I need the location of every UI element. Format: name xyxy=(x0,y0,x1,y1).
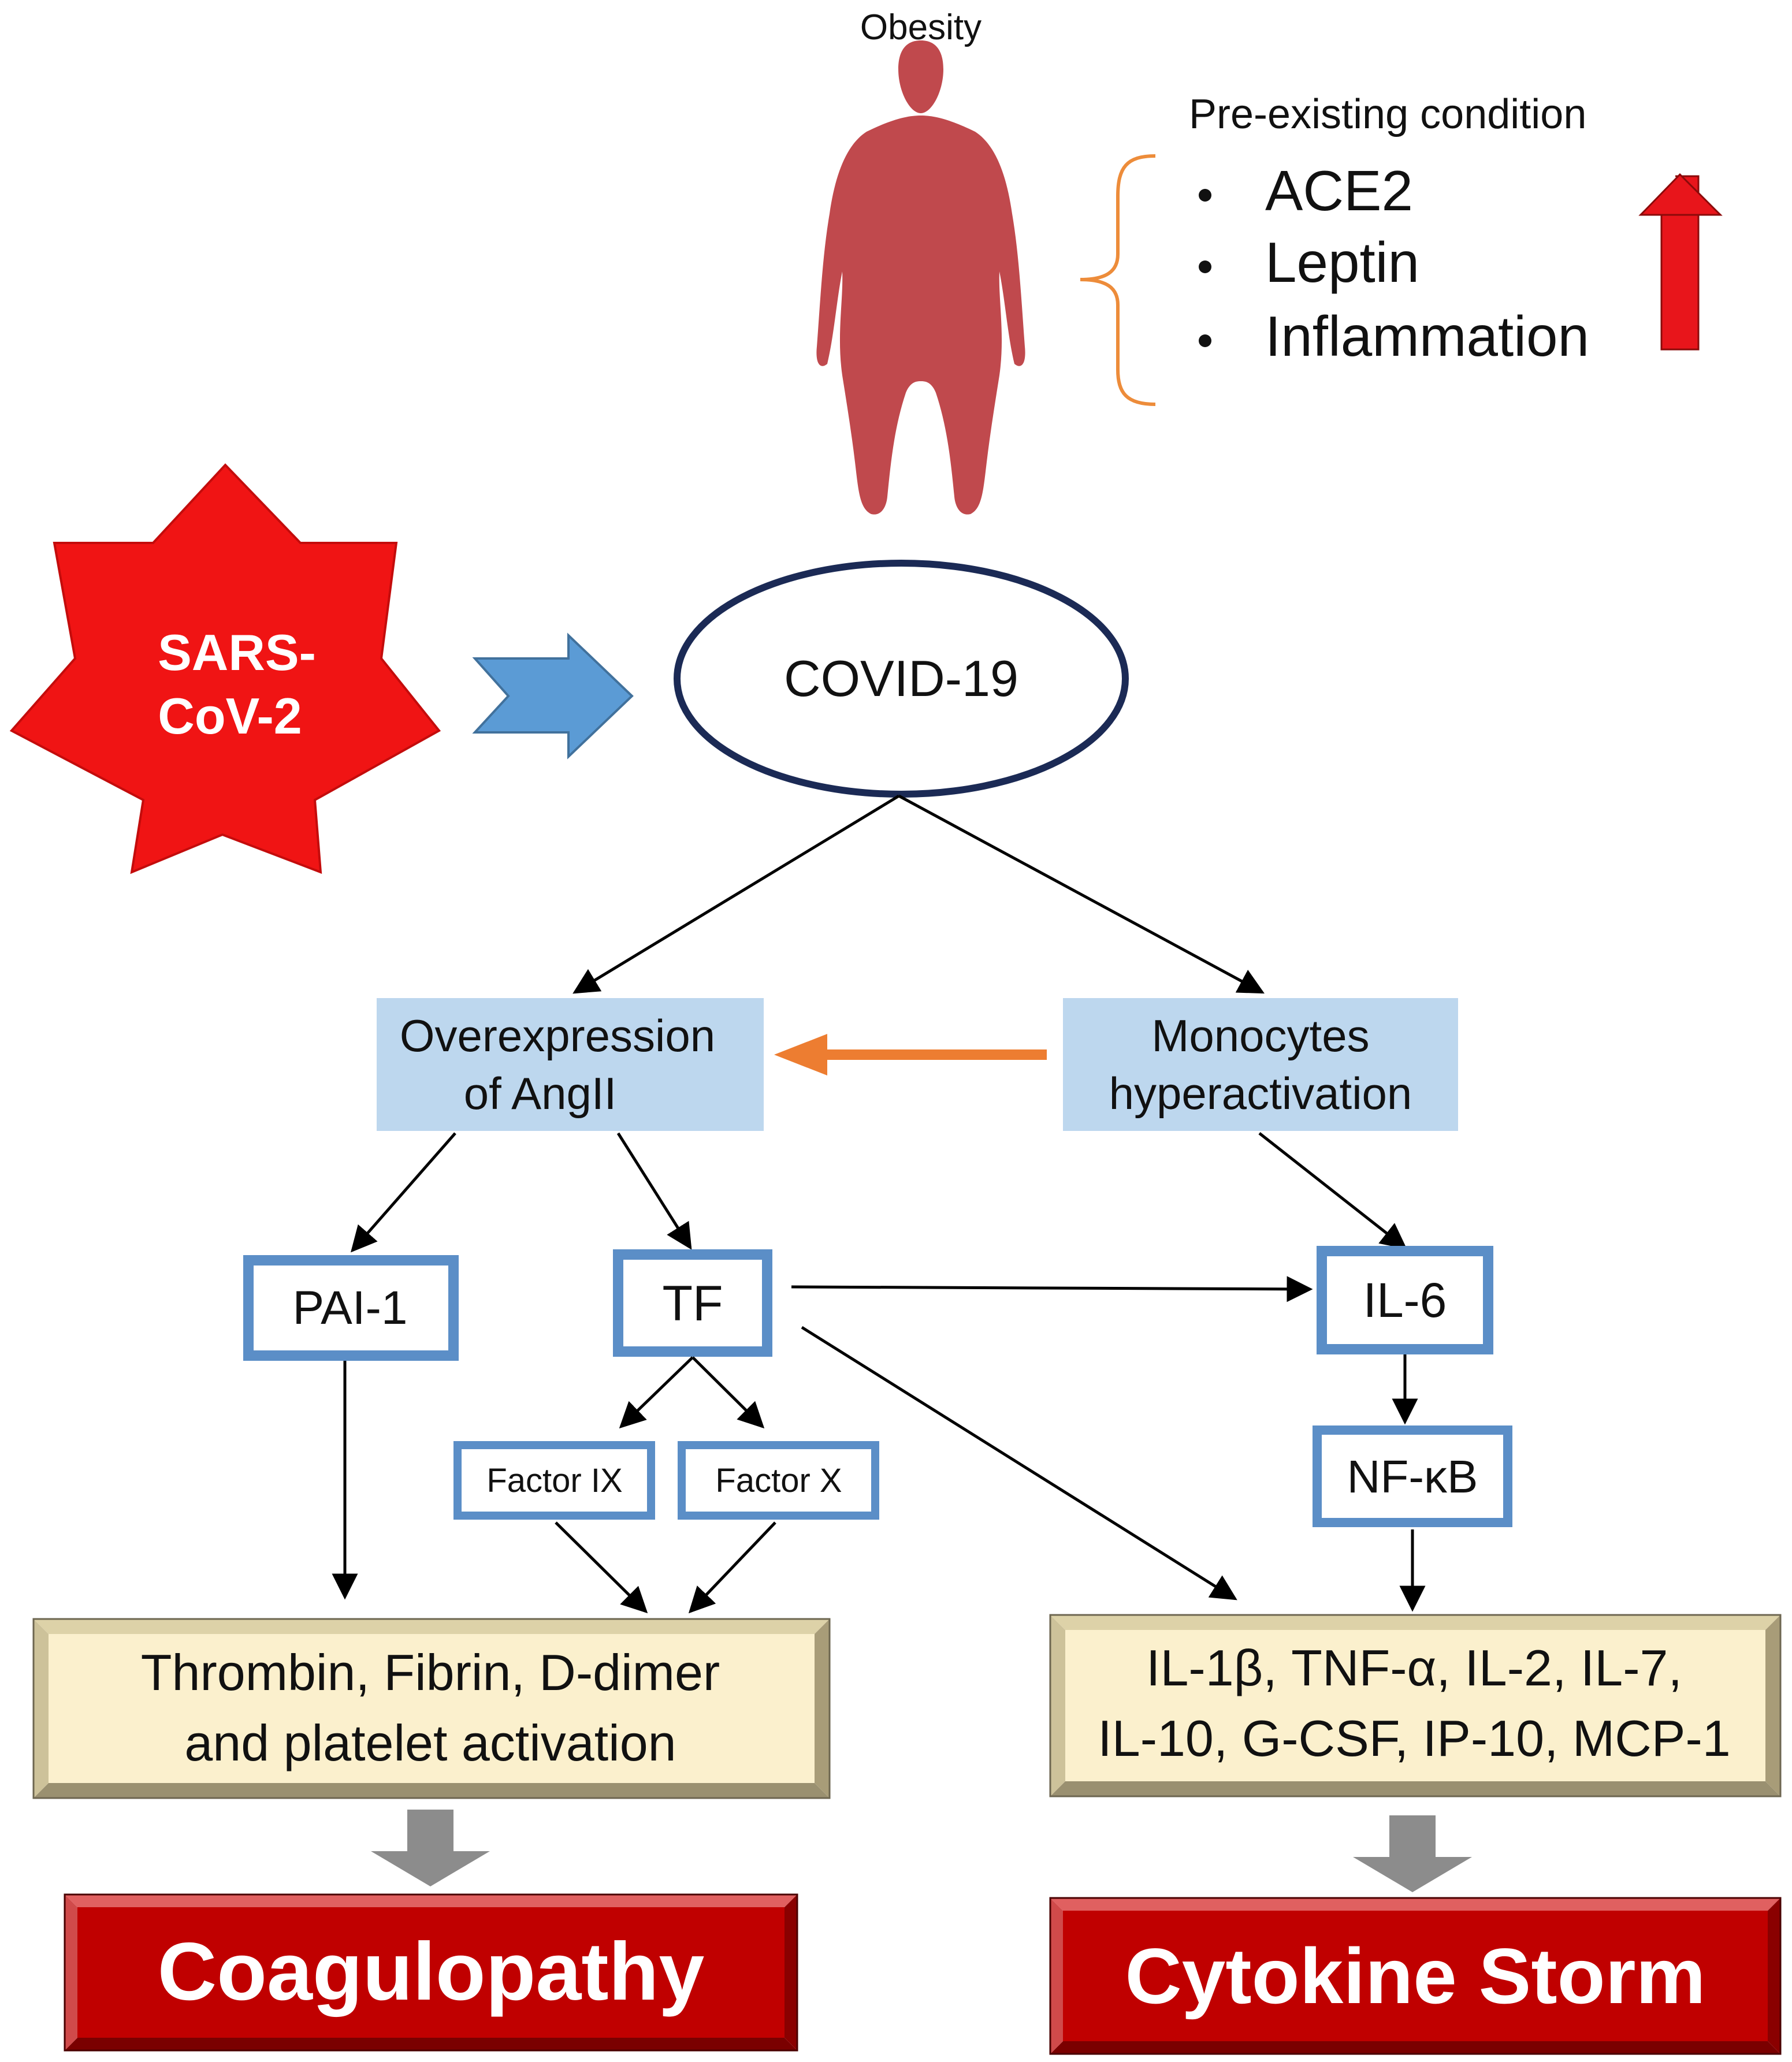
arrow-factor10-to-coag xyxy=(688,1521,776,1614)
nfkb-label: NF-κB xyxy=(1347,1451,1478,1502)
bullet-icon xyxy=(1199,189,1211,202)
factor9-box xyxy=(453,1441,655,1520)
down-arrow-cytokine-icon xyxy=(1353,1815,1472,1892)
arrow-covid-to-monocytes xyxy=(898,794,1265,994)
preexisting-item-inflammation: Inflammation xyxy=(1265,304,1589,368)
arrow-angii-to-tf xyxy=(616,1132,692,1250)
nfkb-box xyxy=(1313,1425,1512,1527)
factor10-box xyxy=(678,1441,879,1520)
arrow-angii-to-pai1 xyxy=(351,1132,456,1253)
il6-box xyxy=(1317,1246,1493,1354)
arrow-factor9-to-coag xyxy=(555,1521,648,1614)
cytokine-storm-box xyxy=(1049,1897,1782,2055)
arrow-tf-to-factor10 xyxy=(691,1356,765,1429)
arrow-tf-to-cytokines xyxy=(801,1326,1237,1601)
obese-person-icon xyxy=(816,40,1025,515)
bullet-icon xyxy=(1199,260,1211,273)
virus-label-line1: SARS- xyxy=(158,624,316,681)
preexisting-title: Pre-existing condition xyxy=(1189,91,1586,137)
preexisting-item-ace2: ACE2 xyxy=(1265,159,1413,222)
coagulopathy-label: Coagulopathy xyxy=(158,1926,705,2018)
tf-box xyxy=(613,1249,772,1357)
down-arrow-coag-icon xyxy=(371,1810,490,1886)
cytokine-line2: IL-10, G-CSF, IP-10, MCP-1 xyxy=(1098,1710,1730,1767)
infection-arrow-icon xyxy=(472,632,634,760)
bullet-icon xyxy=(1199,334,1211,347)
arrow-monocytes-to-il6 xyxy=(1258,1132,1407,1249)
cytokine-line1: IL-1β, TNF-α, IL-2, IL-7, xyxy=(1146,1639,1682,1696)
tf-label: TF xyxy=(662,1276,723,1331)
coag-factors-box xyxy=(32,1618,831,1799)
monocytes-line1: Monocytes xyxy=(1151,1010,1369,1061)
coagulopathy-box xyxy=(64,1893,798,2052)
virus-label-line2: CoV-2 xyxy=(158,687,302,745)
arrow-covid-to-angii xyxy=(572,794,900,994)
covid-label: COVID-19 xyxy=(784,650,1018,707)
pai1-box xyxy=(243,1255,459,1361)
factor10-label: Factor X xyxy=(715,1462,842,1499)
monocytes-box xyxy=(1063,998,1458,1131)
cytokine-box xyxy=(1049,1614,1782,1797)
orange-brace xyxy=(1080,154,1156,406)
monocytes-line2: hyperactivation xyxy=(1109,1068,1412,1119)
pai1-label: PAI-1 xyxy=(293,1282,408,1334)
factor9-label: Factor IX xyxy=(486,1462,622,1499)
coag-line2: and platelet activation xyxy=(184,1714,676,1771)
coag-line1: Thrombin, Fibrin, D-dimer xyxy=(141,1644,720,1701)
virus-star-icon xyxy=(9,463,441,874)
angii-line2: of AngII xyxy=(464,1068,617,1119)
covid-ellipse xyxy=(674,560,1129,798)
il6-label: IL-6 xyxy=(1363,1273,1447,1327)
orange-arrowhead-icon xyxy=(774,1034,827,1075)
preexisting-list: ACE2 Leptin Inflammation xyxy=(1199,159,1589,368)
preexisting-item-leptin: Leptin xyxy=(1265,230,1419,294)
arrow-tf-to-factor9 xyxy=(619,1356,694,1429)
arrow-tf-to-il6 xyxy=(791,1276,1313,1302)
increase-arrow-head xyxy=(1638,173,1723,216)
cytokine-storm-label: Cytokine Storm xyxy=(1125,1932,1705,2020)
angii-line1: Overexpression xyxy=(400,1010,715,1061)
angii-box xyxy=(377,998,764,1131)
